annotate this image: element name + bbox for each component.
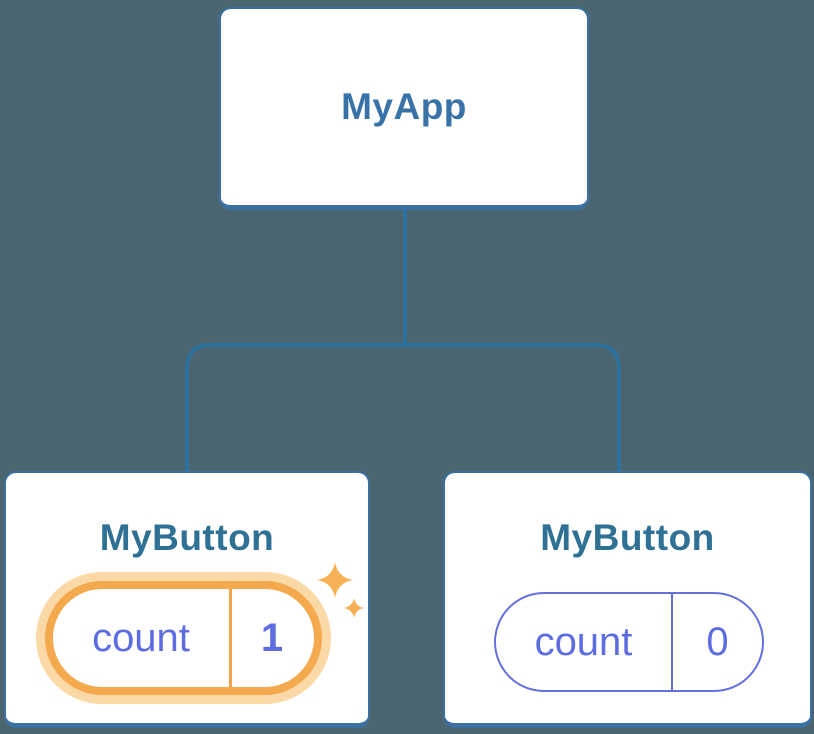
component-node-root: MyApp [219, 7, 589, 210]
connector-branch [185, 343, 621, 471]
component-node-button-1: MyButton count 1 [4, 471, 370, 728]
state-label: count [92, 615, 190, 660]
component-title: MyButton [540, 517, 715, 558]
state-divider [671, 594, 673, 690]
component-node-button-2: MyButton count 0 [443, 471, 812, 728]
state-pill: count 0 [494, 592, 764, 692]
state-divider [229, 589, 232, 687]
state-label: count [534, 619, 633, 664]
component-title: MyApp [341, 86, 467, 127]
state-pill-highlighted: count 1 [45, 581, 322, 695]
state-value: 1 [260, 615, 284, 660]
component-title: MyButton [99, 517, 275, 558]
state-value: 0 [706, 619, 729, 664]
